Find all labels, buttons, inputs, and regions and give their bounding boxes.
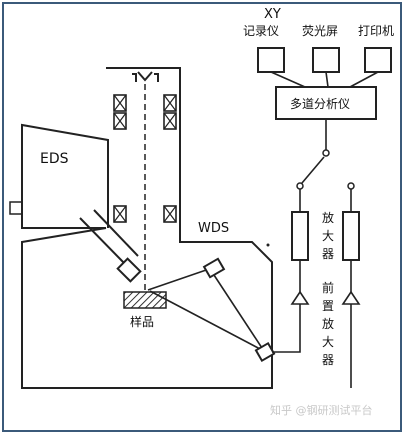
recorder-box bbox=[257, 47, 285, 73]
amplifier-char-3: 器 bbox=[322, 247, 334, 261]
sample-label: 样品 bbox=[130, 314, 154, 329]
instrument-body bbox=[21, 67, 273, 389]
switch-arm bbox=[301, 156, 325, 184]
wds-label: WDS bbox=[198, 221, 229, 236]
amplifier-char-1: 放 bbox=[322, 210, 334, 225]
dot-mark bbox=[266, 243, 270, 247]
preamp-right-icon bbox=[341, 290, 361, 305]
recorder-label: 记录仪 bbox=[243, 24, 279, 38]
fluoro-screen-label: 荧光屏 bbox=[302, 24, 338, 38]
eds-arm-lower bbox=[93, 209, 139, 257]
eds-label: EDS bbox=[40, 151, 69, 167]
printer-label: 打印机 bbox=[358, 24, 394, 38]
wds-ray-in bbox=[147, 267, 213, 291]
preamp-char-3: 放 bbox=[322, 316, 334, 331]
amplifier-left-box bbox=[291, 211, 309, 261]
preamp-left-icon bbox=[290, 290, 310, 305]
eds-port bbox=[9, 201, 23, 215]
eds-arm-upper bbox=[79, 217, 127, 266]
fluoro-connector bbox=[325, 71, 329, 88]
printer-box bbox=[364, 47, 392, 73]
sample-block bbox=[123, 291, 167, 309]
preamp-char-1: 前 bbox=[322, 280, 334, 295]
watermark: 知乎 @钢研测试平台 bbox=[270, 403, 373, 417]
amplifier-right-box bbox=[342, 211, 360, 261]
preamp-char-2: 置 bbox=[322, 299, 334, 313]
switch-contact-right bbox=[347, 182, 355, 190]
preamp-char-5: 器 bbox=[322, 353, 334, 367]
electron-gun-icon bbox=[132, 71, 159, 82]
upper-lens-left-icon bbox=[113, 94, 127, 130]
recorder-connector bbox=[270, 71, 306, 88]
eds-detector-head bbox=[116, 257, 142, 283]
fluoro-screen-box bbox=[312, 47, 340, 73]
switch-pivot bbox=[322, 149, 330, 157]
lower-lens-left-icon bbox=[113, 205, 127, 223]
switch-contact-left bbox=[296, 182, 304, 190]
preamp-char-4: 大 bbox=[322, 335, 334, 349]
wds-ray-out bbox=[149, 290, 263, 351]
mca-label: 多道分析仪 bbox=[290, 97, 350, 111]
wds-detector bbox=[254, 341, 276, 363]
wds-ray-reflected bbox=[211, 271, 263, 349]
eds-box bbox=[21, 123, 109, 229]
wds-crystal bbox=[202, 257, 226, 279]
upper-lens-right-icon bbox=[163, 94, 177, 130]
lower-lens-right-icon bbox=[163, 205, 177, 223]
mca-box bbox=[275, 86, 377, 120]
xy-label: XY bbox=[264, 7, 281, 22]
left-chain-lower-wire bbox=[272, 304, 301, 353]
amplifier-char-2: 大 bbox=[322, 229, 334, 243]
printer-connector bbox=[349, 71, 379, 88]
